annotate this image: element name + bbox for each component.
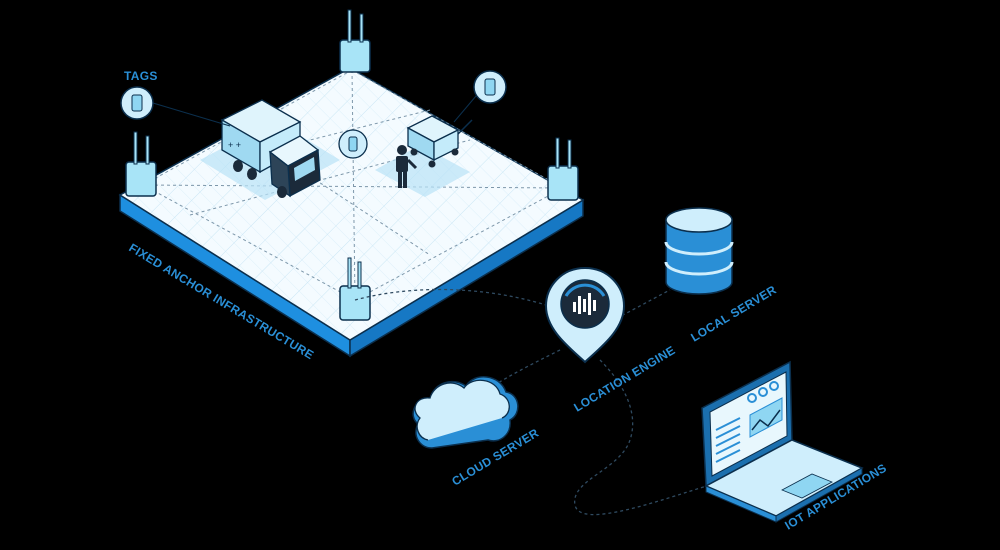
anchor-icon [339,257,371,321]
anchor-icon [125,131,157,197]
tags-label: TAGS [124,69,158,83]
cart-icon [406,115,473,168]
tag-icon [120,86,231,127]
tag-icon [453,70,507,123]
laptop-icon [701,360,864,523]
anchor-icon [547,137,579,201]
tag-icon [338,129,368,159]
database-icon [664,207,734,295]
worker-icon [396,145,418,188]
anchor-icon [339,9,371,73]
truck-icon: + + [220,99,321,198]
svg-text:+ +: + + [228,140,241,150]
connector-lines [354,288,711,516]
cloud-icon [412,376,519,449]
location-pin-icon [544,266,626,364]
